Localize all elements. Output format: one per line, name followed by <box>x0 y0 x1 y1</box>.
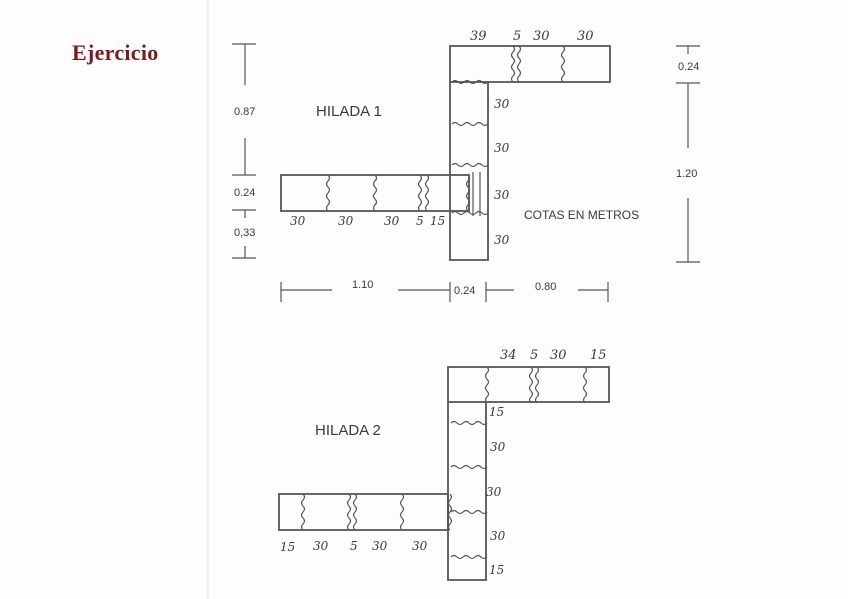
svg-text:15: 15 <box>590 348 607 363</box>
svg-text:30: 30 <box>494 233 510 247</box>
hilada1-vertical-wall <box>449 82 489 261</box>
svg-text:15: 15 <box>280 540 295 554</box>
svg-text:30: 30 <box>486 485 502 499</box>
svg-text:0,33: 0,33 <box>234 227 255 239</box>
svg-text:39: 39 <box>470 29 487 44</box>
svg-text:0.24: 0.24 <box>678 61 699 73</box>
svg-text:5: 5 <box>513 29 521 44</box>
units-note: COTAS EN METROS <box>524 208 639 222</box>
svg-text:1.20: 1.20 <box>676 168 697 180</box>
svg-text:30: 30 <box>490 529 506 543</box>
svg-text:30: 30 <box>372 539 388 553</box>
svg-text:15: 15 <box>489 563 504 577</box>
hilada-2-labels: HILADA 2 34 5 30 15 15 30 30 30 15 15 30… <box>280 348 607 577</box>
svg-text:34: 34 <box>500 348 517 363</box>
svg-text:15: 15 <box>430 214 445 228</box>
slide-title: Ejercicio <box>72 40 159 65</box>
hilada-1-dimension-labels: 0.87 0.24 0,33 0.24 1.20 1.10 0.24 0.80 <box>234 61 699 297</box>
svg-text:30: 30 <box>313 539 329 553</box>
svg-text:30: 30 <box>290 214 306 228</box>
svg-text:5: 5 <box>350 539 358 553</box>
slide-divider <box>206 0 209 599</box>
svg-text:30: 30 <box>494 97 510 111</box>
svg-text:15: 15 <box>489 405 504 419</box>
hilada1-label: HILADA 1 <box>316 103 382 120</box>
svg-text:0.24: 0.24 <box>234 187 255 199</box>
hilada2-top-arm <box>447 366 610 403</box>
hilada-1-joints <box>325 45 566 216</box>
svg-text:30: 30 <box>494 188 510 202</box>
hilada2-vertical-wall <box>447 402 487 581</box>
svg-text:1.10: 1.10 <box>352 279 373 291</box>
hilada-1-dimensions <box>232 43 700 302</box>
svg-text:30: 30 <box>384 214 400 228</box>
svg-text:0.87: 0.87 <box>234 106 255 118</box>
svg-text:30: 30 <box>494 141 510 155</box>
svg-text:0.80: 0.80 <box>535 281 556 293</box>
hilada1-top-arm <box>449 45 611 83</box>
svg-text:5: 5 <box>416 214 424 228</box>
svg-text:30: 30 <box>338 214 354 228</box>
svg-text:30: 30 <box>533 29 550 44</box>
svg-text:0.24: 0.24 <box>454 285 475 297</box>
hilada-1-labels: HILADA 1 39 5 30 30 30 30 30 30 30 30 30… <box>290 29 639 247</box>
svg-text:30: 30 <box>577 29 594 44</box>
svg-text:30: 30 <box>490 440 506 454</box>
hilada2-left-arm <box>278 493 449 531</box>
hilada-2-drawing <box>278 366 610 581</box>
hilada2-label: HILADA 2 <box>315 422 381 439</box>
svg-text:5: 5 <box>530 348 538 363</box>
svg-text:30: 30 <box>550 348 567 363</box>
svg-text:30: 30 <box>412 539 428 553</box>
hilada-1-drawing <box>280 45 611 261</box>
